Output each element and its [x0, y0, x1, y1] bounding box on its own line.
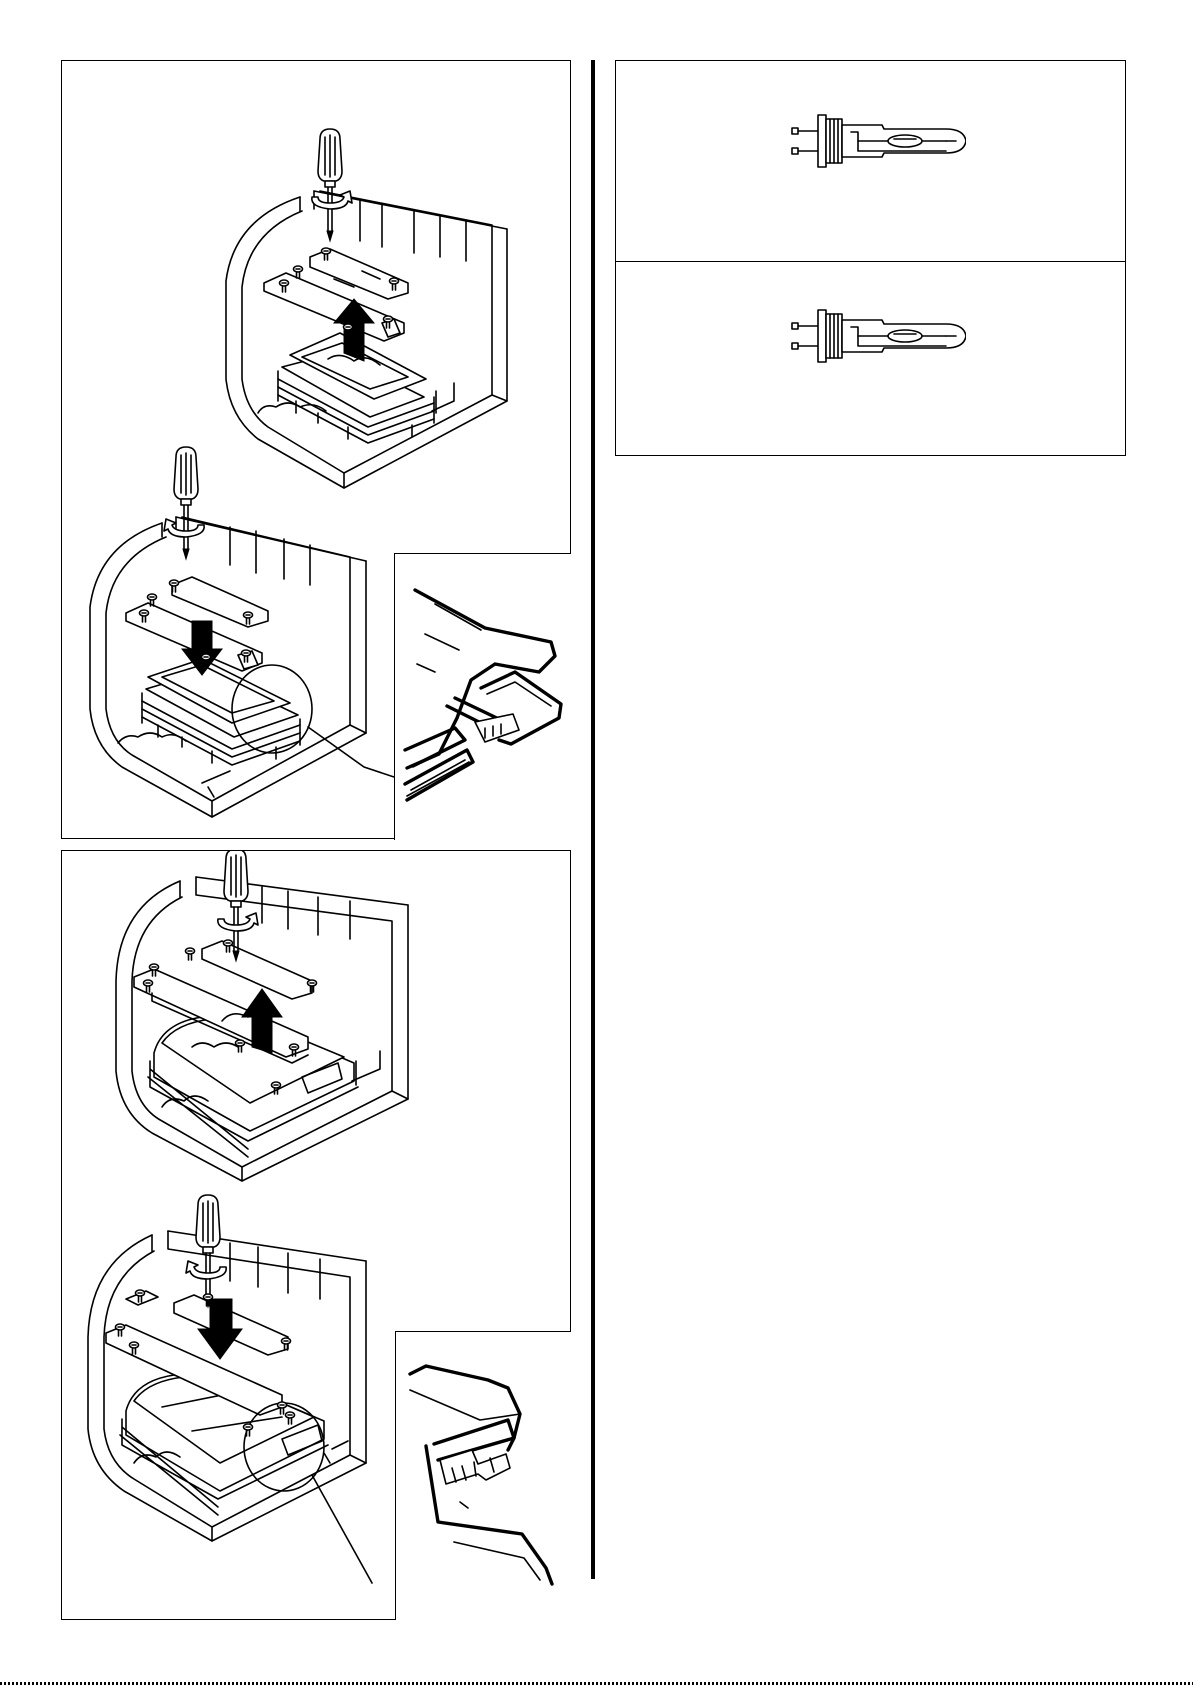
- connector-detail-inset: [394, 553, 571, 840]
- metal-halide-lamp-icon: [786, 296, 966, 376]
- metal-halide-lamp-icon: [786, 101, 966, 181]
- lamp-box-1: [615, 60, 1126, 263]
- column-divider: [591, 60, 595, 1579]
- instruction-panel-2: [61, 850, 571, 1620]
- housing-lower-illustration: [90, 517, 424, 817]
- edge-clip-detail-inset: [395, 1331, 571, 1620]
- instruction-panel-1: [61, 60, 571, 839]
- housing-upper-illustration: [226, 191, 507, 488]
- lamp-box-2: [615, 261, 1126, 456]
- housing-upper-illustration-2: [116, 877, 408, 1181]
- housing-lower-illustration-2: [88, 1231, 372, 1583]
